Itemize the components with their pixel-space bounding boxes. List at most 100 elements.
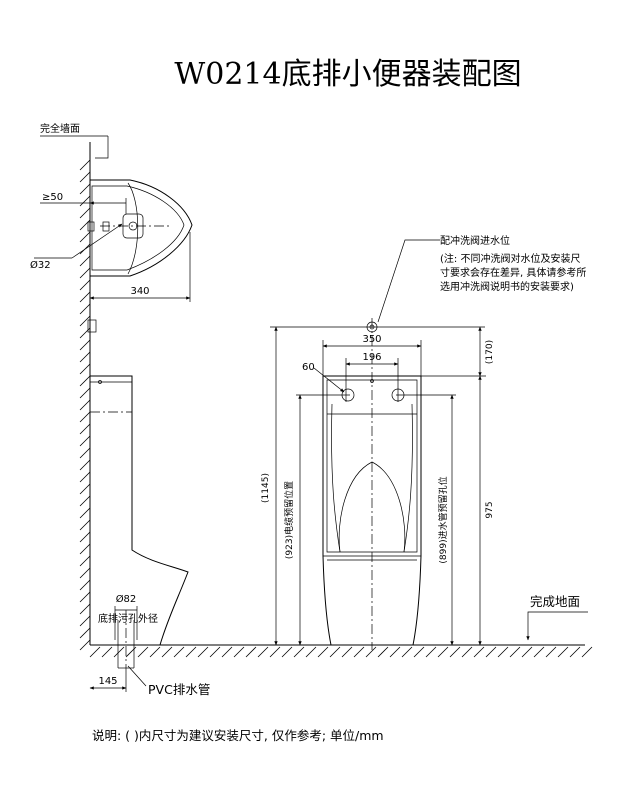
wall-hatch-line	[79, 639, 91, 651]
footer-note: 说明: ( )内尺寸为建议安装尺寸, 仅作参考; 单位/mm	[92, 728, 384, 743]
floor-hatch-line	[365, 646, 377, 658]
floor-hatch-line	[197, 646, 209, 658]
wall-hatch-line	[79, 171, 91, 183]
dim350-label: 350	[362, 334, 381, 345]
wall-hatch-line	[79, 459, 91, 471]
floor-hatch-line	[473, 646, 485, 658]
dim1145-label: (1145)	[261, 473, 271, 503]
wall-hatch-line	[79, 195, 91, 207]
wall-hatch-line	[79, 555, 91, 567]
wall-hatch-line	[79, 507, 91, 519]
wall-hatch-line	[79, 543, 91, 555]
wall-hatch	[79, 159, 91, 651]
floor-hatch-line	[173, 646, 185, 658]
wall-hatch-line	[79, 615, 91, 627]
wall-hatch-line	[79, 339, 91, 351]
floor-hatch-line	[329, 646, 341, 658]
floor-hatch-line	[161, 646, 173, 658]
floor-hatch-line	[449, 646, 461, 658]
dim975-label: 975	[485, 501, 495, 518]
drain-hole-label: 底排污孔外径	[98, 612, 158, 625]
wall-hatch-line	[79, 531, 91, 543]
dim196-label: 196	[362, 352, 381, 363]
wall-hatch-line	[79, 315, 91, 327]
floor-hatch	[89, 646, 593, 658]
floor-hatch-line	[413, 646, 425, 658]
floor-hatch-line	[461, 646, 473, 658]
floor-hatch-line	[281, 646, 293, 658]
wall-hatch-line	[79, 519, 91, 531]
drawing-title: W0214底排小便器装配图	[174, 57, 521, 92]
floor-hatch-line	[437, 646, 449, 658]
floor-hatch-line	[209, 646, 221, 658]
dim-350	[322, 340, 422, 376]
wall-hatch-line	[79, 183, 91, 195]
floor-hatch-line	[401, 646, 413, 658]
floor-hatch-line	[557, 646, 569, 658]
wall-hatch-line	[79, 207, 91, 219]
dim145-label: 145	[98, 676, 117, 687]
floor-hatch-line	[533, 646, 545, 658]
floor-hatch-line	[245, 646, 257, 658]
floor-hatch-line	[221, 646, 233, 658]
floor-hatch-line	[185, 646, 197, 658]
floor-hatch-line	[305, 646, 317, 658]
wall-hatch-line	[79, 495, 91, 507]
floor-hatch-line	[569, 646, 581, 658]
wall-fitting	[87, 319, 97, 333]
wall-hatch-line	[79, 423, 91, 435]
dim60-label: 60	[302, 362, 315, 373]
wall-hatch-line	[79, 591, 91, 603]
drain-pipe	[117, 610, 135, 672]
wall-hatch-line	[79, 483, 91, 495]
dim-145	[89, 672, 127, 692]
floor-hatch-line	[257, 646, 269, 658]
wall-hatch-line	[79, 255, 91, 267]
dim-340	[89, 232, 191, 302]
finished-floor-label: 完成地面	[530, 594, 580, 609]
valve-inlet-label: 配冲洗阀进水位	[440, 234, 510, 247]
floor-hatch-line	[425, 646, 437, 658]
gte50-label: ≥50	[42, 192, 63, 203]
wall-hatch-line	[79, 567, 91, 579]
wall-hatch-line	[79, 279, 91, 291]
dia32-label: Ø32	[30, 259, 51, 271]
urinal-front-view	[322, 318, 422, 650]
valve-note-line1: (注: 不同冲洗阀对水位及安装尺	[440, 252, 580, 265]
wall-hatch-line	[79, 351, 91, 363]
floor-hatch-line	[137, 646, 149, 658]
pvc-leader	[127, 665, 147, 687]
finished-floor-leader	[526, 611, 588, 641]
finished-wall-pointer	[95, 136, 109, 159]
valve-note-line2: 寸要求会存在差异, 具体请参考所	[440, 266, 586, 279]
floor-hatch-line	[341, 646, 353, 658]
wall-hatch-line	[79, 387, 91, 399]
floor-hatch-line	[113, 646, 125, 658]
floor-hatch-line	[581, 646, 593, 658]
floor	[89, 644, 593, 658]
wall-hatch-line	[79, 303, 91, 315]
wall-hatch-line	[79, 375, 91, 387]
floor-hatch-line	[149, 646, 161, 658]
dim60-leader	[313, 367, 345, 393]
valve-note-line3: 选用冲洗阀说明书的安装要求)	[440, 280, 574, 293]
wall-hatch-line	[79, 327, 91, 339]
wall-hatch-line	[79, 627, 91, 639]
urinal-side-view	[90, 375, 189, 646]
floor-hatch-line	[353, 646, 365, 658]
finished-wall-label: 完全墙面	[40, 122, 80, 135]
wall-hatch-line	[79, 399, 91, 411]
wall-hatch-line	[79, 471, 91, 483]
wall-hatch-line	[79, 447, 91, 459]
dim-gte50	[40, 198, 127, 214]
wall-hatch-line	[79, 363, 91, 375]
floor-hatch-line	[317, 646, 329, 658]
floor-hatch-line	[89, 646, 101, 658]
wall-hatch-line	[79, 291, 91, 303]
floor-hatch-line	[545, 646, 557, 658]
floor-hatch-line	[485, 646, 497, 658]
urinal-top-view	[87, 179, 193, 277]
wall-hatch-line	[79, 435, 91, 447]
cable-position-label: (923)电缆预留位置	[283, 481, 295, 559]
